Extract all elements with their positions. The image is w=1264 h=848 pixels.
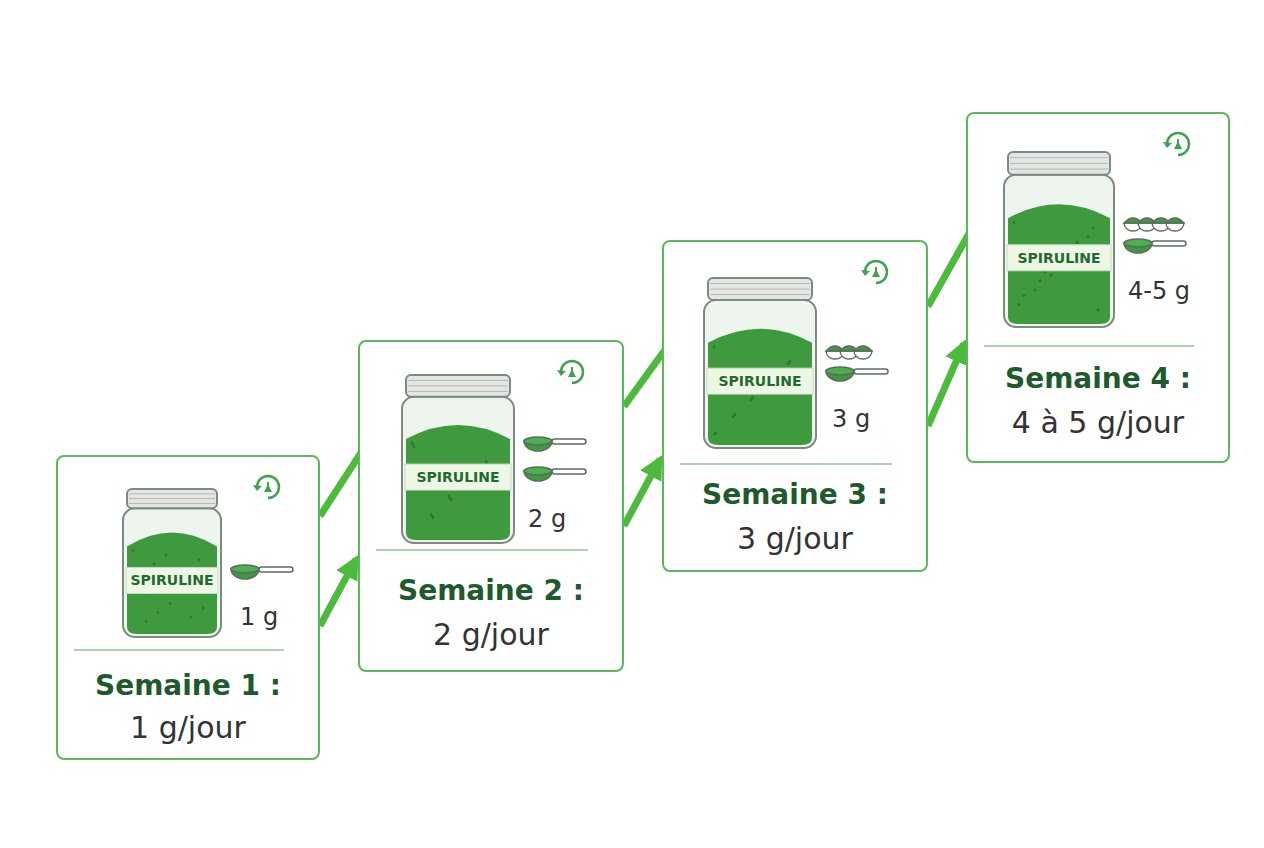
dose-amount: 4-5 g <box>1128 279 1190 303</box>
lid-ridge <box>710 289 810 290</box>
measuring-scoop <box>231 565 293 579</box>
powder-speck <box>157 611 160 614</box>
divider-line <box>680 463 892 465</box>
dose-amount: 2 g <box>528 507 566 531</box>
daily-dose: 3 g/jour <box>664 522 926 555</box>
lid-ridge <box>408 391 508 392</box>
jar-lid <box>406 375 510 397</box>
lid-ridge <box>129 503 215 504</box>
powder-pile <box>1166 218 1184 223</box>
jar-label <box>707 368 813 394</box>
powder-speck <box>713 345 716 348</box>
jar-label <box>1007 245 1111 271</box>
powder-speck <box>752 396 755 399</box>
jar-label <box>126 567 218 593</box>
spirulina-powder <box>708 329 812 445</box>
jar-glass <box>402 397 514 543</box>
jar-label-text: SPIRULINE <box>130 573 213 587</box>
lid-ridge <box>129 493 215 494</box>
powder-speck <box>198 558 201 561</box>
week-heading: Semaine 3 : <box>664 480 926 511</box>
powder-speck <box>432 517 435 520</box>
dose-amount: 1 g <box>240 605 278 629</box>
powder-speck <box>1013 221 1016 224</box>
powder-speck <box>165 554 168 557</box>
week-box: SPIRULINE 1 g Semaine 1 : 1 g/jour <box>56 455 320 760</box>
measuring-scoop <box>524 467 586 481</box>
powder-speck <box>1023 294 1026 297</box>
lid-ridge <box>129 498 215 499</box>
jar-label-text: SPIRULINE <box>718 374 801 388</box>
refill-icon <box>861 261 887 283</box>
powder-speck <box>413 445 416 448</box>
powder-speck <box>1034 288 1037 291</box>
week-box: SPIRULINE 2 g Semaine 2 : 2 g/jour <box>358 340 624 672</box>
daily-dose: 4 à 5 g/jour <box>968 406 1228 439</box>
jar-lid <box>708 278 812 300</box>
lid-ridge <box>710 283 810 284</box>
powder-speck <box>145 620 148 623</box>
powder-speck <box>1092 226 1095 229</box>
progress-arrow <box>624 459 660 526</box>
daily-dose: 2 g/jour <box>360 618 622 651</box>
powder-speck <box>734 413 737 416</box>
powder-speck <box>715 432 718 435</box>
refill-icon <box>1163 133 1189 155</box>
powder-speck <box>1050 274 1053 277</box>
powder-speck <box>1039 279 1042 282</box>
spirulina-powder <box>127 533 217 634</box>
powder-speck <box>190 616 193 619</box>
jar-label-text: SPIRULINE <box>416 470 499 484</box>
jar-label-text: SPIRULINE <box>1017 251 1100 265</box>
measuring-scoop <box>1124 239 1186 253</box>
measuring-scoop <box>524 437 586 451</box>
dose-cup <box>1166 223 1184 231</box>
refill-icon <box>557 361 583 383</box>
powder-speck <box>132 549 135 552</box>
progress-arrow <box>320 559 356 626</box>
jar-glass <box>704 300 816 448</box>
week-heading: Semaine 1 : <box>58 671 318 702</box>
jar-lid <box>127 489 217 508</box>
jar-lid <box>1008 152 1110 175</box>
lid-ridge <box>408 380 508 381</box>
powder-speck <box>1097 309 1100 312</box>
divider-line <box>376 549 588 551</box>
jar-glass <box>1004 175 1114 327</box>
divider-line <box>74 649 284 651</box>
jar-glass <box>123 508 221 637</box>
week-heading: Semaine 2 : <box>360 576 622 607</box>
lid-ridge <box>408 385 508 386</box>
lid-ridge <box>1010 169 1108 170</box>
spirulina-powder <box>1008 204 1110 324</box>
lid-ridge <box>1010 157 1108 158</box>
powder-pile <box>854 346 872 351</box>
dose-amount: 3 g <box>832 407 870 431</box>
measuring-scoop <box>826 367 888 381</box>
powder-speck <box>153 563 156 566</box>
powder-speck <box>1018 303 1021 306</box>
progress-arrow <box>928 344 964 426</box>
daily-dose: 1 g/jour <box>58 711 318 744</box>
week-box: SPIRULINE 3 g Semaine 3 : 3 g/jour <box>662 240 928 572</box>
powder-speck <box>789 360 792 363</box>
lid-ridge <box>710 294 810 295</box>
powder-speck <box>1087 235 1090 238</box>
lid-ridge <box>1010 163 1108 164</box>
powder-speck <box>1076 241 1079 244</box>
spirulina-powder <box>406 425 510 540</box>
divider-line <box>984 345 1194 347</box>
refill-icon <box>253 476 279 498</box>
powder-speck <box>169 602 172 605</box>
powder-speck <box>202 607 205 610</box>
powder-speck <box>450 498 453 501</box>
week-box: SPIRULINE 4-5 g Semaine 4 : 4 à 5 g/jour <box>966 112 1230 463</box>
jar-label <box>405 464 511 490</box>
week-heading: Semaine 4 : <box>968 364 1228 395</box>
dose-cup <box>854 351 872 359</box>
